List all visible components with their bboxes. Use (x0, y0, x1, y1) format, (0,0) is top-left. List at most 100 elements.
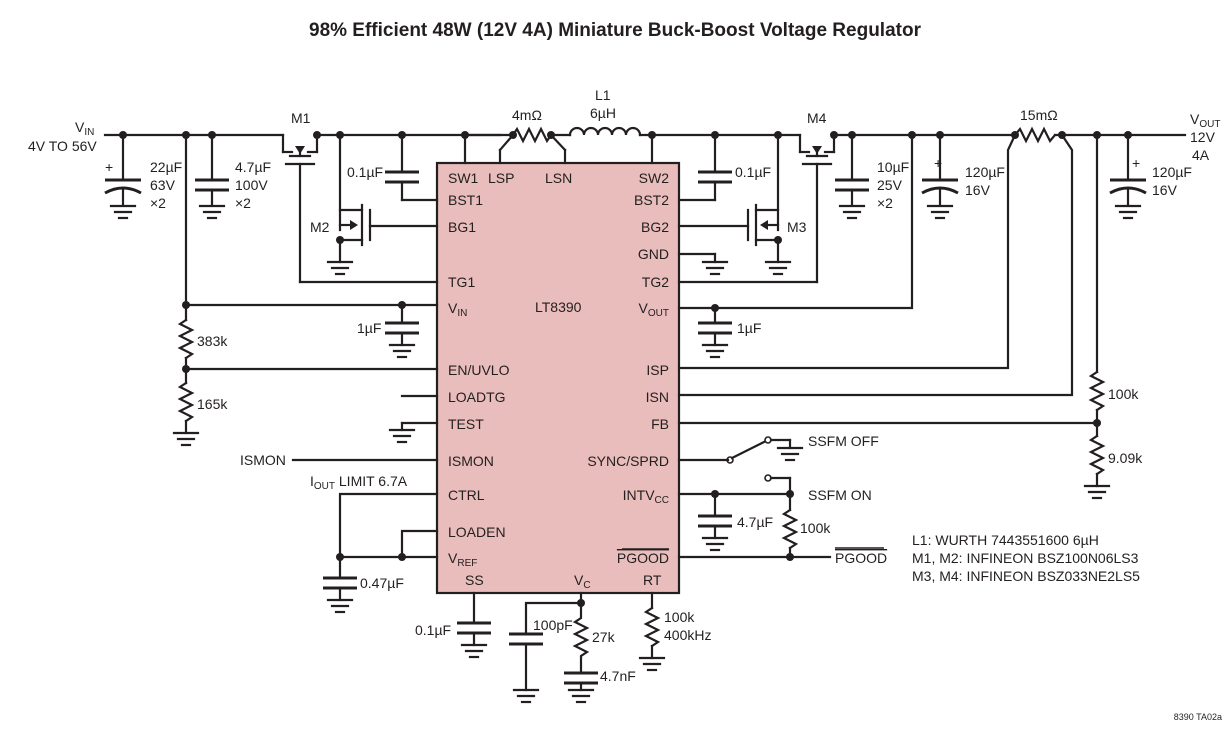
vout-sense-wire (677, 133, 914, 310)
ic-name: LT8390 (535, 299, 582, 315)
m1-label: M1 (291, 110, 311, 126)
cbst2-value: 0.1µF (735, 164, 771, 180)
css-value: 0.1µF (415, 622, 451, 638)
m2-mosfet (326, 203, 439, 276)
cout3-capacitor: + (1109, 133, 1147, 220)
m4-mosfet (677, 133, 836, 284)
cc2-value: 4.7nF (600, 668, 636, 684)
schematic-title: 98% Efficient 48W (12V 4A) Miniature Buc… (309, 20, 922, 41)
svg-text:LOADEN: LOADEN (448, 524, 506, 540)
vin-range: 4V TO 56V (28, 138, 97, 154)
svg-text:BST2: BST2 (634, 192, 669, 208)
ctrl-vref-network (323, 492, 439, 614)
vout-label: VOUT (1190, 111, 1220, 130)
iout-limit-label: IOUT LIMIT 6.7A (310, 473, 408, 492)
m3-mosfet (677, 203, 792, 276)
cref-value: 0.47µF (360, 575, 404, 591)
svg-text:SYNC/SPRD: SYNC/SPRD (587, 453, 669, 469)
rt-value: 100k (664, 609, 695, 625)
cintvcc-value: 4.7µF (737, 514, 773, 530)
fb-divider (677, 133, 1111, 500)
svg-text:PGOOD: PGOOD (617, 550, 669, 566)
ic-pins-right: SW2 BST2 BG2 GND TG2 VOUT ISP ISN FB SYN… (587, 170, 669, 566)
svg-text:VIN: VIN (448, 300, 467, 319)
svg-text:TG2: TG2 (642, 274, 669, 290)
ground-icon (109, 204, 137, 220)
ic-body (435, 161, 681, 595)
svg-text:400kHz: 400kHz (664, 627, 711, 643)
note-m1m2: M1, M2: INFINEON BSZ100N06LS3 (912, 550, 1139, 566)
svg-text:+: + (934, 155, 942, 171)
cout1-capacitor (835, 133, 869, 220)
css-capacitor (457, 591, 491, 659)
cout2-value: 120µF (965, 164, 1005, 180)
svg-text:CTRL: CTRL (448, 487, 485, 503)
svg-text:BG1: BG1 (448, 219, 476, 235)
isp-wire (677, 133, 1017, 370)
svg-text:100V: 100V (235, 177, 268, 193)
vin-rail (103, 131, 502, 139)
svg-text:TEST: TEST (448, 416, 484, 432)
cout2-capacitor: + (921, 133, 959, 220)
pin-rt: RT (643, 572, 662, 588)
rsense1-resistor (463, 126, 572, 165)
test-ground (388, 421, 439, 444)
cin1-value: 22µF (150, 159, 182, 175)
figure-code: 8390 TA02a (1174, 712, 1222, 722)
rfb2-value: 9.09k (1108, 450, 1143, 466)
m1-mosfet (281, 133, 439, 284)
rc-value: 27k (592, 629, 616, 645)
svg-text:16V: 16V (1152, 182, 1178, 198)
cc1-value: 100pF (533, 617, 573, 633)
svg-text:VREF: VREF (448, 550, 477, 569)
rfb1-value: 100k (1108, 386, 1139, 402)
svg-text:BG2: BG2 (641, 219, 669, 235)
svg-text:25V: 25V (877, 177, 903, 193)
svg-text:16V: 16V (965, 182, 991, 198)
svg-text:×2: ×2 (877, 195, 893, 211)
svg-text:4A: 4A (1192, 147, 1210, 163)
svg-text:×2: ×2 (150, 195, 166, 211)
isn-wire (677, 133, 1074, 397)
rt-resistor (638, 591, 666, 672)
svg-text:VOUT: VOUT (639, 300, 669, 319)
cin2-capacitor (195, 133, 229, 220)
svg-text:BST1: BST1 (448, 192, 483, 208)
svg-text:12V: 12V (1190, 129, 1216, 145)
pgood-label: PGOOD (835, 550, 887, 566)
ssfm-on-label: SSFM ON (808, 487, 872, 503)
l1-inductor (568, 126, 802, 139)
svg-text:GND: GND (638, 246, 669, 262)
cout1-value: 10µF (877, 159, 909, 175)
svg-text:ISP: ISP (646, 362, 669, 378)
svg-text:+: + (105, 159, 113, 175)
cout3-value: 120µF (1152, 164, 1192, 180)
pin-lsn: LSN (545, 170, 572, 186)
pin-lsp: LSP (488, 170, 514, 186)
cvout-capacitor (698, 306, 732, 359)
cbst1-value: 0.1µF (347, 164, 383, 180)
cvin-value: 1µF (357, 320, 381, 336)
cin1-capacitor: + (104, 133, 142, 207)
l1-label: L1 (595, 87, 611, 103)
note-l1: L1: WURTH 7443551600 6µH (912, 532, 1099, 548)
vc-compensation (509, 591, 598, 704)
note-m3m4: M3, M4: INFINEON BSZ033NE2LS5 (912, 568, 1140, 584)
svg-text:TG1: TG1 (448, 274, 475, 290)
gnd-pin-ground (677, 252, 729, 276)
svg-text:EN/UVLO: EN/UVLO (448, 362, 510, 378)
svg-text:ISMON: ISMON (448, 453, 494, 469)
svg-text:FB: FB (651, 416, 669, 432)
cbst2-capacitor (677, 131, 732, 202)
svg-text:LOADTG: LOADTG (448, 389, 506, 405)
svg-text:SW1: SW1 (448, 170, 479, 186)
vout-rail (830, 126, 1187, 144)
vin-label: VIN (75, 119, 94, 138)
rsense2-value: 15mΩ (1020, 107, 1058, 123)
r-uv1-value: 383k (197, 333, 228, 349)
svg-text:63V: 63V (150, 177, 176, 193)
rsense1-value: 4mΩ (512, 107, 542, 123)
uvlo-divider (172, 318, 439, 447)
intvcc-network (677, 490, 832, 561)
